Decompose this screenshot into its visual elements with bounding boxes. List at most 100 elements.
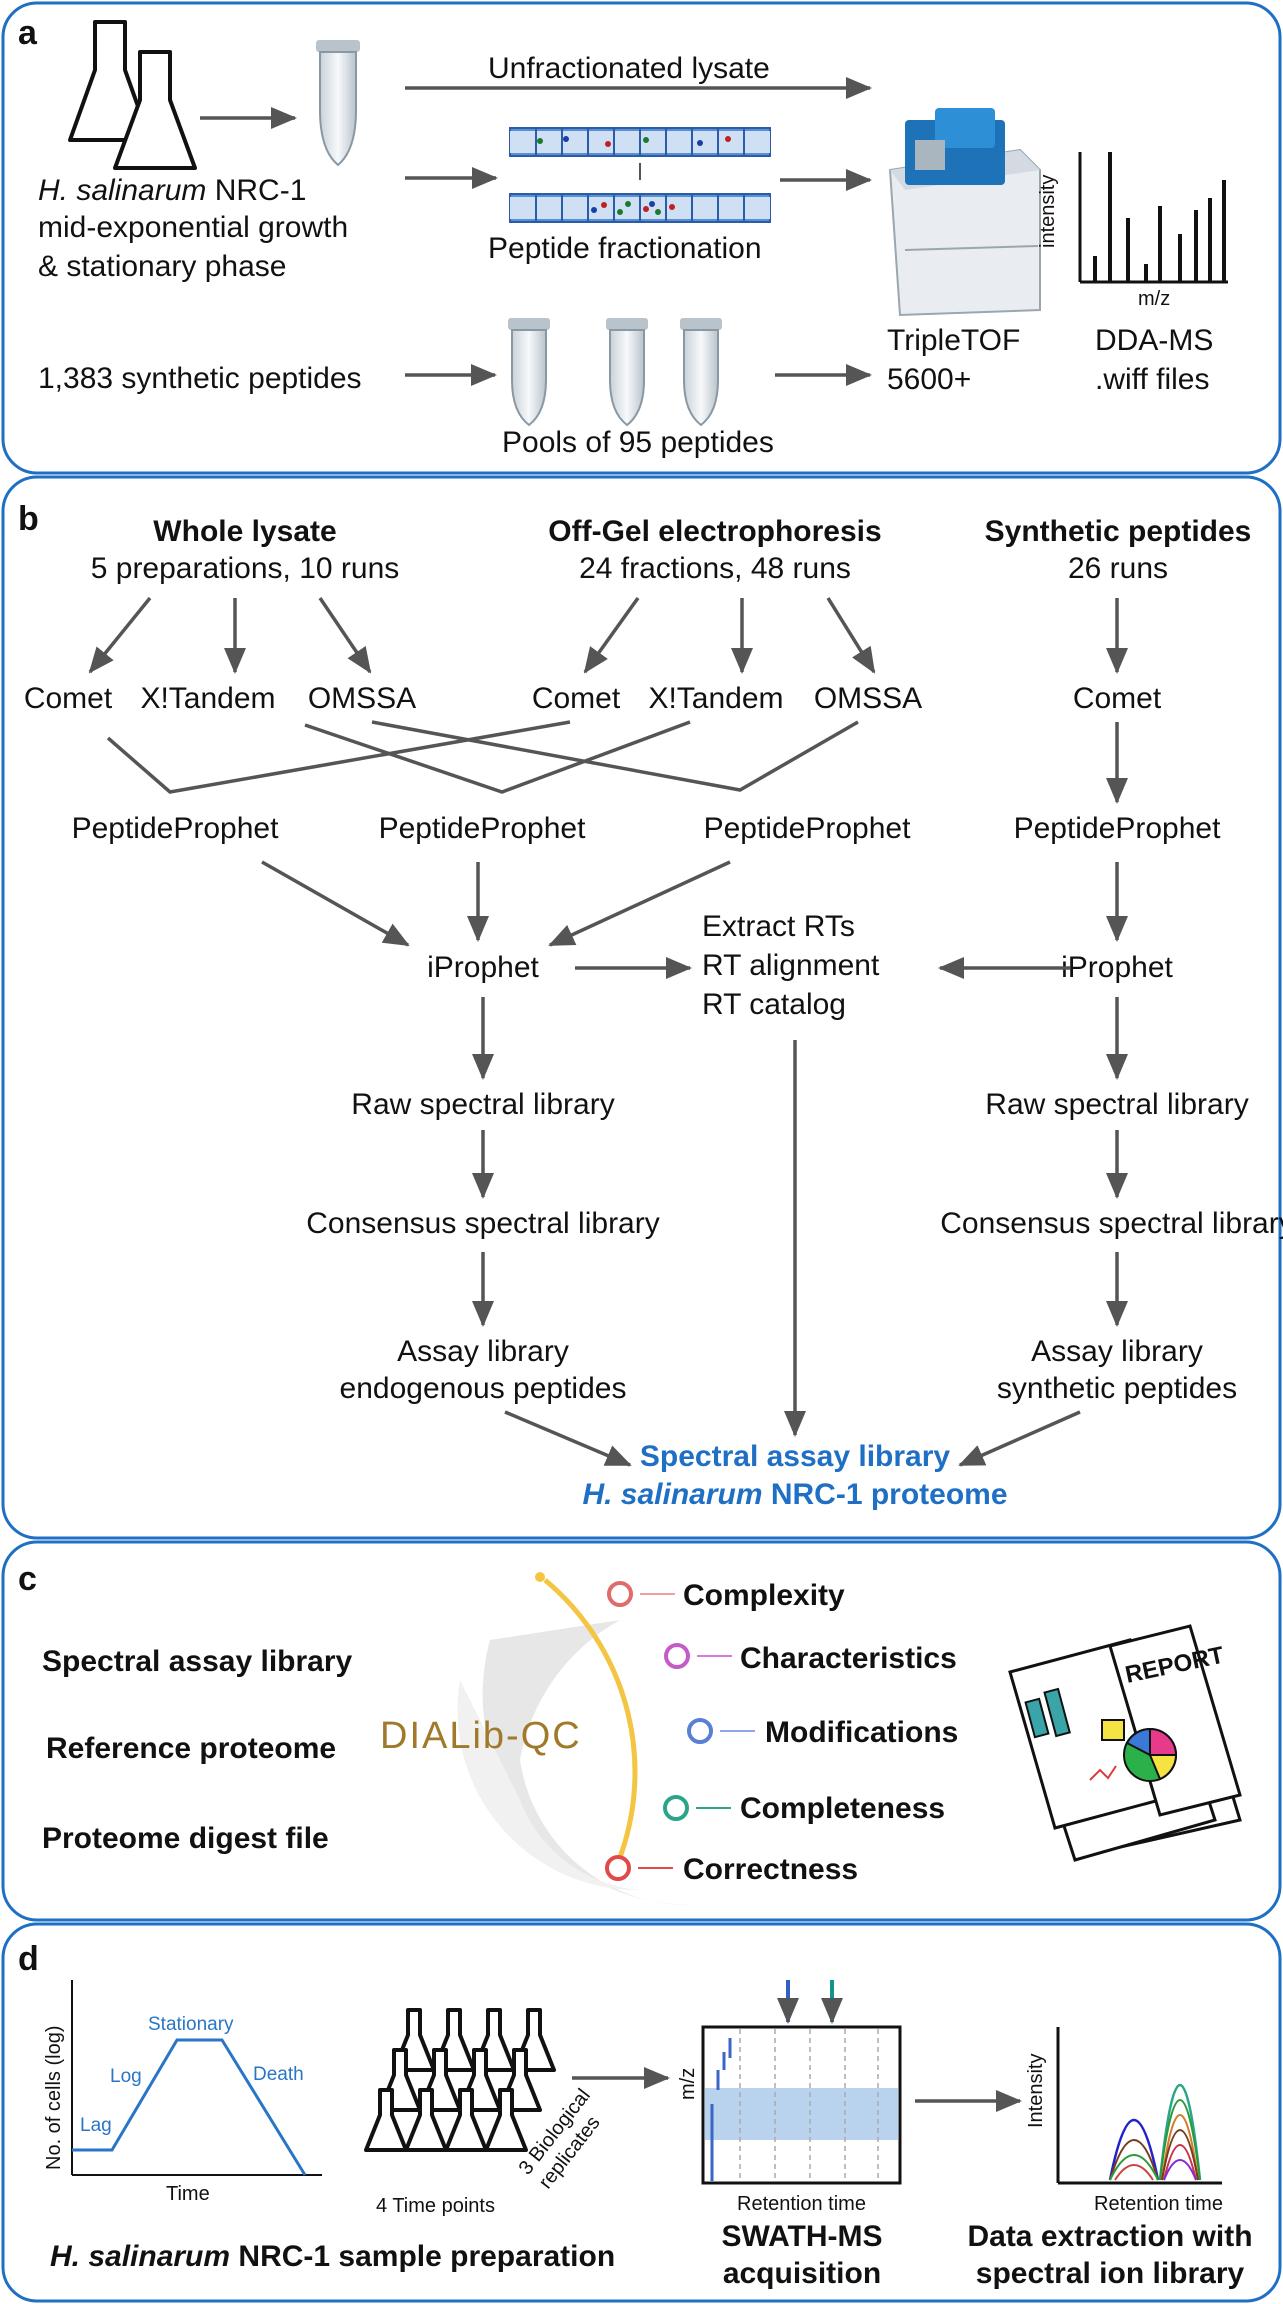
growth-y-label: No. of cells (log)	[43, 2026, 65, 2171]
final-library-line1: Spectral assay library	[640, 1440, 951, 1473]
panel-b: b Whole lysate 5 preparations, 10 runs O…	[1, 475, 1283, 1540]
metric-complexity-label: Complexity	[683, 1579, 845, 1612]
time-points-label: 4 Time points	[376, 2195, 495, 2217]
swath-y-label: m/z	[677, 2068, 699, 2100]
sample-prep-italic: H. salinarum	[50, 2240, 230, 2273]
metric-modifications: Modifications	[687, 1716, 958, 1749]
peptide-fractionation-label: Peptide fractionation	[488, 232, 762, 265]
mass-spectrometer-icon	[888, 108, 1041, 317]
metric-modifications-label: Modifications	[765, 1716, 958, 1749]
synthetic-comet: Comet	[1073, 682, 1162, 715]
offgel-omssa: OMSSA	[814, 682, 922, 715]
flask-icon	[68, 20, 197, 170]
whole-lysate-sub: 5 preparations, 10 runs	[91, 552, 400, 585]
offgel-comet: Comet	[532, 682, 621, 715]
spectrum-x-label: m/z	[1138, 288, 1170, 310]
metric-characteristics: Characteristics	[664, 1642, 957, 1675]
rt-alignment: RT alignment	[702, 949, 880, 982]
spectrum-y-label: intensity	[1037, 175, 1059, 248]
phase-lag: Lag	[80, 2115, 112, 2136]
final-library-line2: H. salinarum NRC-1 proteome	[582, 1478, 1007, 1511]
panel-c-frame	[1, 1540, 1282, 1922]
unfractionated-label: Unfractionated lysate	[488, 52, 770, 85]
report-icon: REPORT	[1008, 1624, 1242, 1862]
synthetic-peptides-label: 1,383 synthetic peptides	[38, 362, 362, 395]
consensus-library-synthetic: Consensus spectral library	[940, 1207, 1283, 1240]
swath-title-line1: SWATH-MS	[721, 2220, 882, 2253]
iprophet-endogenous: iProphet	[427, 951, 539, 984]
extraction-title-line1: Data extraction with	[967, 2220, 1252, 2253]
offgel-title: Off-Gel electrophoresis	[548, 515, 881, 548]
pp-xtandem: PeptideProphet	[379, 812, 586, 845]
dda-line1: DDA-MS	[1095, 324, 1213, 357]
assay-library-endogenous-line1: Assay library	[397, 1335, 569, 1368]
synthetic-sub: 26 runs	[1068, 552, 1168, 585]
growth-label-line3: & stationary phase	[38, 250, 286, 283]
assay-library-synthetic-line2: synthetic peptides	[997, 1372, 1237, 1405]
sample-prep-label: H. salinarum NRC-1 sample preparation	[50, 2240, 615, 2273]
pp-synthetic: PeptideProphet	[1014, 812, 1221, 845]
metric-complexity: Complexity	[607, 1579, 845, 1612]
input-digest-file: Proteome digest file	[42, 1822, 329, 1855]
offgel-sub: 24 fractions, 48 runs	[579, 552, 851, 585]
ms-spectrum-icon: intensity m/z	[1037, 152, 1228, 310]
raw-library-synthetic: Raw spectral library	[985, 1088, 1248, 1121]
tube-pool-icons	[508, 318, 722, 427]
whole-xtandem: X!Tandem	[140, 682, 275, 715]
metric-completeness-label: Completeness	[740, 1792, 945, 1825]
phase-log: Log	[110, 2066, 142, 2087]
swath-chart: m/z Retention time	[677, 1980, 902, 2215]
dialib-crescent-graphic	[457, 1572, 690, 1906]
instrument-line2: 5600+	[887, 363, 971, 396]
phase-stationary: Stationary	[148, 2014, 234, 2035]
input-reference-proteome: Reference proteome	[46, 1732, 336, 1765]
tube-icon	[508, 318, 550, 427]
panel-c: c Spectral assay library Reference prote…	[1, 1540, 1282, 1922]
raw-library-endogenous: Raw spectral library	[351, 1088, 614, 1121]
pp-omssa: PeptideProphet	[704, 812, 911, 845]
metric-correctness: Correctness	[605, 1853, 858, 1886]
swath-title-line2: acquisition	[723, 2257, 881, 2290]
organism-label: H. salinarum NRC-1	[38, 174, 306, 207]
panel-d: d Lag Log Stationary Death No. of cells …	[1, 1922, 1282, 2303]
whole-lysate-title: Whole lysate	[153, 515, 336, 548]
xic-chart: Intensity Retention time	[1025, 2027, 1223, 2215]
input-spectral-library: Spectral assay library	[42, 1645, 353, 1678]
growth-label-line2: mid-exponential growth	[38, 211, 348, 244]
tube-icon	[680, 318, 722, 427]
panel-c-letter: c	[18, 1560, 37, 1598]
panel-b-letter: b	[18, 500, 39, 538]
organism-strain: NRC-1	[206, 174, 306, 207]
tube-icon	[316, 40, 360, 167]
panel-d-frame	[1, 1922, 1282, 2303]
growth-x-label: Time	[166, 2183, 210, 2205]
panel-b-frame	[1, 475, 1282, 1540]
metric-characteristics-label: Characteristics	[740, 1642, 957, 1675]
pools-label: Pools of 95 peptides	[502, 426, 774, 459]
metric-completeness: Completeness	[663, 1792, 945, 1825]
xic-y-label: Intensity	[1025, 2054, 1047, 2128]
organism-italic: H. salinarum	[38, 174, 206, 207]
flask-array-icon	[364, 2008, 556, 2152]
dialib-qc-logo: DIALib-QC	[380, 1715, 582, 1757]
instrument-line1: TripleTOF	[887, 324, 1020, 357]
iprophet-synthetic: iProphet	[1061, 951, 1173, 984]
assay-library-synthetic-line1: Assay library	[1031, 1335, 1203, 1368]
consensus-library-endogenous: Consensus spectral library	[306, 1207, 659, 1240]
panel-b-arrows	[88, 596, 1128, 1467]
final-organism-rest: NRC-1 proteome	[763, 1478, 1008, 1511]
rt-catalog: RT catalog	[702, 988, 846, 1021]
xic-x-label: Retention time	[1094, 2193, 1223, 2215]
panel-a-letter: a	[18, 14, 38, 52]
pp-comet: PeptideProphet	[72, 812, 279, 845]
sample-prep-rest: NRC-1 sample preparation	[230, 2240, 615, 2273]
extraction-title-line2: spectral ion library	[976, 2257, 1245, 2290]
growth-curve-chart: Lag Log Stationary Death No. of cells (l…	[43, 1980, 322, 2205]
fractionation-strip-icon	[509, 127, 771, 223]
whole-omssa: OMSSA	[308, 682, 416, 715]
final-organism-italic: H. salinarum	[582, 1478, 762, 1511]
extract-rts: Extract RTs	[702, 910, 855, 943]
phase-death: Death	[253, 2064, 304, 2085]
assay-library-endogenous-line2: endogenous peptides	[340, 1372, 627, 1405]
